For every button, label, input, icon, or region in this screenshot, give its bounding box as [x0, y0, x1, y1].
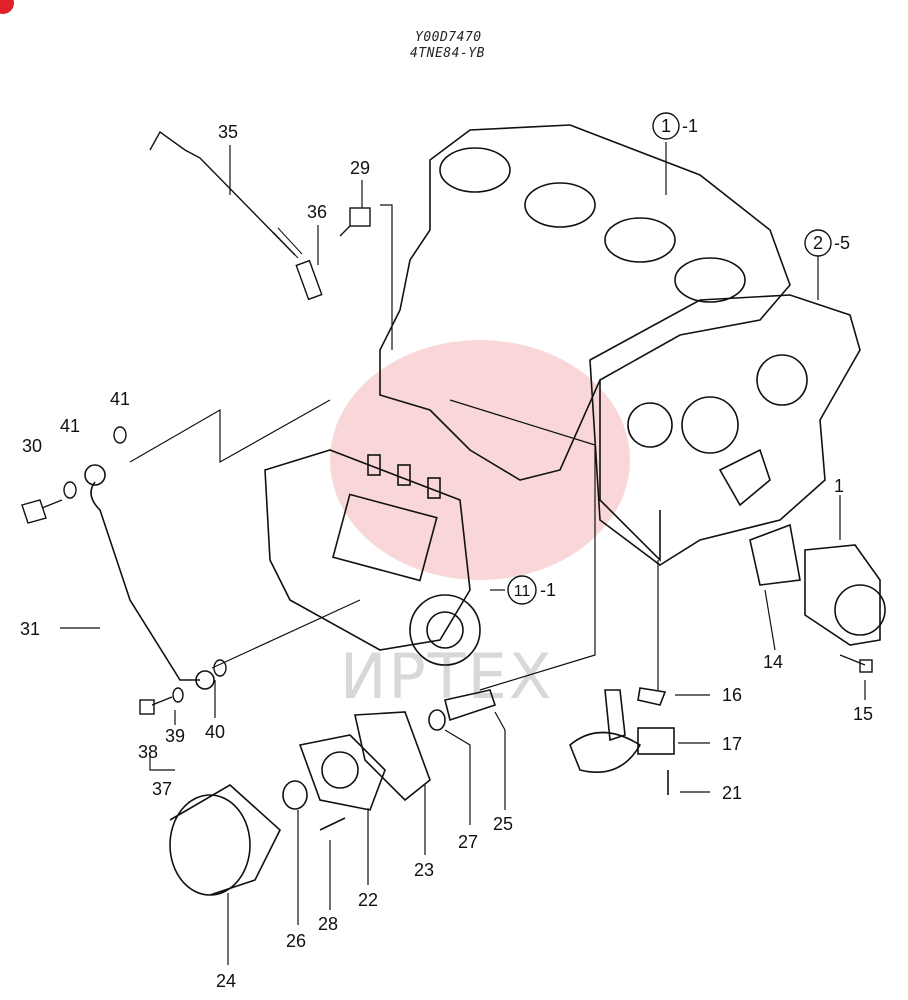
label-30: 30 — [22, 436, 42, 456]
fuel-injection-pump — [264, 449, 481, 666]
ref-1-number: 1 — [661, 116, 671, 136]
label-16: 16 — [722, 685, 742, 705]
label-41-lower: 41 — [60, 416, 80, 436]
label-14: 14 — [763, 652, 783, 672]
small-bolts — [139, 654, 873, 715]
label-27: 27 — [458, 832, 478, 852]
oil-filter — [169, 784, 281, 896]
leader-lines — [60, 142, 866, 965]
label-40: 40 — [205, 722, 225, 742]
label-23: 23 — [414, 860, 434, 880]
label-22: 22 — [358, 890, 378, 910]
filter-bracket — [282, 711, 431, 831]
dipstick — [149, 130, 323, 301]
circled-reference-2: 2 -5 — [804, 229, 850, 257]
label-1: 1 — [834, 476, 844, 496]
label-39: 39 — [165, 726, 185, 746]
ref-11-number: 11 — [514, 583, 531, 600]
circled-reference-11: 11 -1 — [507, 575, 556, 605]
watermark-emblem — [330, 340, 630, 580]
label-26: 26 — [286, 931, 306, 951]
label-21: 21 — [722, 783, 742, 803]
ref-1-suffix: -1 — [682, 116, 698, 136]
ref-11-suffix: -1 — [540, 580, 556, 600]
ref-2-number: 2 — [813, 233, 823, 253]
ref-2-suffix: -5 — [834, 233, 850, 253]
gear-case-plate — [589, 294, 861, 566]
corner-badge — [0, 0, 14, 14]
label-28: 28 — [318, 914, 338, 934]
drawing-code: Y00D7470 — [415, 30, 482, 45]
label-17: 17 — [722, 734, 742, 754]
label-37: 37 — [152, 779, 172, 799]
engine-model: 4TNE84-YB — [410, 46, 485, 61]
label-35: 35 — [218, 122, 238, 142]
oil-pressure-switch — [339, 207, 371, 237]
part-labels: 35 29 36 41 41 30 31 38 39 40 37 24 26 2… — [20, 122, 873, 991]
circled-reference-1: 1 -1 — [652, 112, 698, 140]
label-15: 15 — [853, 704, 873, 724]
banjo-bolt-30 — [21, 426, 127, 524]
cylinder-block — [379, 124, 791, 562]
oil-strainer — [428, 687, 675, 795]
label-25: 25 — [493, 814, 513, 834]
oil-pump — [749, 523, 886, 646]
oil-pipe — [84, 464, 215, 690]
label-29: 29 — [350, 158, 370, 178]
label-38: 38 — [138, 742, 158, 762]
label-41-upper: 41 — [110, 389, 130, 409]
label-31: 31 — [20, 619, 40, 639]
label-36: 36 — [307, 202, 327, 222]
label-24: 24 — [216, 971, 236, 991]
